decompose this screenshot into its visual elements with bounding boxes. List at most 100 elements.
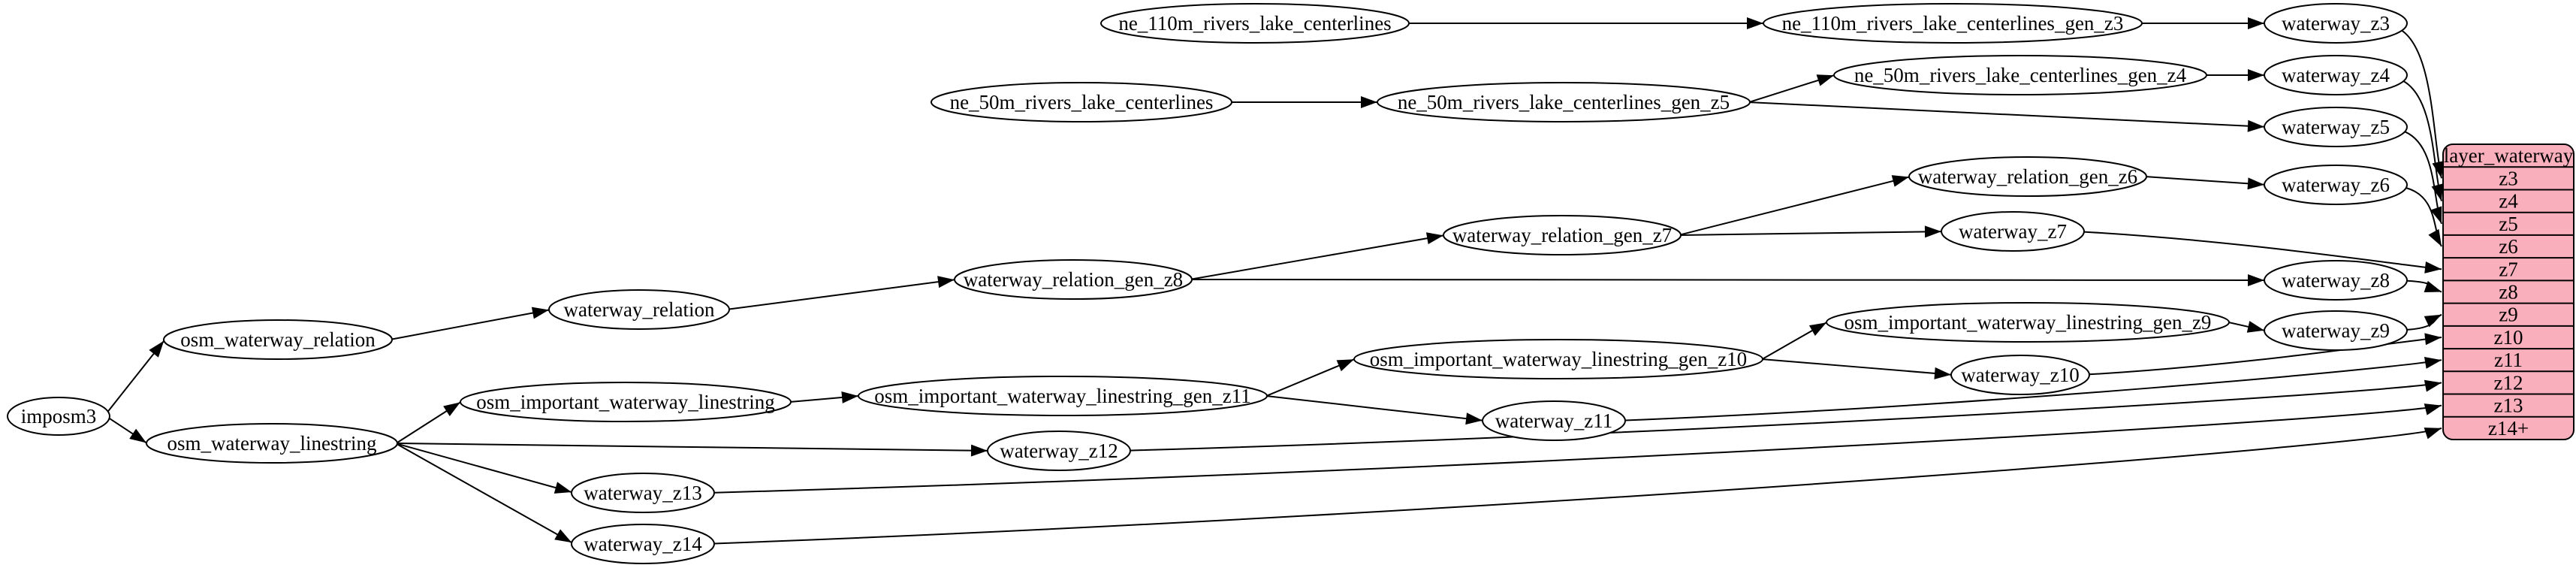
node-osm_important_waterway_linestring_gen_z9: osm_important_waterway_linestring_gen_z9 (1826, 302, 2230, 343)
table-row-z10: z10 (2494, 326, 2523, 349)
node-shape (1443, 215, 1682, 255)
node-osm_important_waterway_linestring_gen_z10: osm_important_waterway_linestring_gen_z1… (1353, 339, 1763, 379)
edge-osm_waterway_relation--waterway_relation (391, 307, 550, 340)
node-shape (1941, 211, 2085, 252)
edge-waterway_z10--layer-row-z10 (2089, 333, 2442, 376)
node-osm_important_waterway_linestring: osm_important_waterway_linestring (460, 382, 792, 422)
node-label: waterway_z3 (2282, 12, 2390, 35)
node-label: waterway_z7 (1959, 220, 2067, 243)
node-label: ne_110m_rivers_lake_centerlines (1118, 12, 1391, 35)
edge-osm_waterway_linestring--waterway_z12 (397, 443, 988, 457)
edge-waterway_z6--layer-row-z6 (2406, 187, 2442, 247)
node-label: waterway_z12 (1000, 440, 1118, 462)
edge-waterway_z11--layer-row-z11 (1624, 357, 2442, 421)
node-osm_important_waterway_linestring_gen_z11: osm_important_waterway_linestring_gen_z1… (858, 376, 1268, 416)
node-waterway_z13: waterway_z13 (571, 473, 715, 513)
node-label: osm_important_waterway_linestring_gen_z1… (1370, 348, 1747, 370)
table-row-z5: z5 (2499, 213, 2517, 235)
edge-waterway_z8--layer-row-z8 (2406, 279, 2442, 293)
node-shape (1950, 355, 2090, 395)
edge-waterway_z4--layer-row-z4 (2403, 80, 2444, 201)
node-label: waterway_z5 (2282, 116, 2390, 138)
nodes-layer: imposm3 osm_waterway_relation osm_waterway… (7, 3, 2408, 564)
table-row-z12: z12 (2494, 371, 2523, 394)
edge-waterway_z12--layer-row-z12 (1130, 379, 2442, 452)
node-shape (1763, 3, 2143, 44)
table-frame (2442, 144, 2574, 440)
node-label: ne_50m_rivers_lake_centerlines_gen_z4 (1854, 64, 2187, 86)
node-waterway_z14: waterway_z14 (571, 524, 715, 564)
edge-imposm3--osm_waterway_relation (107, 340, 165, 412)
node-label: ne_50m_rivers_lake_centerlines (950, 91, 1214, 113)
node-label: osm_important_waterway_linestring_gen_z9 (1845, 311, 2212, 334)
edge-waterway_relation_gen_z8--waterway_z8 (1191, 273, 2265, 286)
node-label: waterway_z11 (1495, 409, 1612, 432)
node-label: waterway_relation_gen_z7 (1452, 224, 1672, 246)
node-osm_waterway_linestring: osm_waterway_linestring (146, 423, 398, 464)
node-osm_waterway_relation: osm_waterway_relation (163, 319, 393, 360)
edge-waterway_relation--waterway_relation_gen_z8 (728, 276, 955, 310)
table-row-z7: z7 (2499, 258, 2517, 280)
edge-ne_50m_rivers_lake_centerlines_gen_z5--waterway_z5 (1749, 101, 2265, 132)
edge-waterway_z14--layer-row-z14+ (713, 427, 2442, 545)
node-shape (571, 524, 715, 564)
node-ne_50m_rivers_lake_centerlines_gen_z5: ne_50m_rivers_lake_centerlines_gen_z5 (1377, 82, 1751, 122)
edge-osm_important_waterway_linestring--osm_important_waterway_linestring_gen_z11 (790, 391, 859, 403)
edge-ne_50m_rivers_lake_centerlines_gen_z5--ne_50m_rivers_lake_centerlines_gen_z4 (1749, 74, 1835, 103)
node-shape (571, 473, 715, 513)
table-row-z13: z13 (2494, 394, 2523, 417)
edge-imposm3--osm_waterway_linestring (109, 417, 147, 444)
table-title: layer_waterway (2444, 144, 2574, 167)
node-waterway_z8: waterway_z8 (2264, 260, 2408, 301)
node-ne_110m_rivers_lake_centerlines_gen_z3: ne_110m_rivers_lake_centerlines_gen_z3 (1763, 3, 2143, 44)
edge-osm_waterway_linestring--waterway_z14 (397, 443, 572, 543)
node-shape (1353, 339, 1763, 379)
node-shape (2264, 3, 2408, 44)
node-label: ne_110m_rivers_lake_centerlines_gen_z3 (1782, 12, 2124, 35)
layer-table: layer_waterwayz3z4z5z6z7z8z9z10z11z12z13… (2442, 144, 2574, 440)
edge-waterway_z5--layer-row-z5 (2404, 131, 2442, 225)
node-shape (460, 382, 792, 422)
node-shape (858, 376, 1268, 416)
node-label: waterway_z13 (584, 482, 701, 504)
node-imposm3: imposm3 (7, 397, 110, 436)
node-waterway_relation_gen_z7: waterway_relation_gen_z7 (1443, 215, 1682, 255)
node-label: waterway_relation_gen_z8 (964, 268, 1183, 291)
node-waterway_relation: waterway_relation (548, 289, 730, 330)
node-label: osm_waterway_linestring (167, 432, 377, 455)
table-row-z14+: z14+ (2488, 417, 2529, 440)
edge-osm_waterway_linestring--osm_important_waterway_linestring (397, 401, 461, 443)
node-shape (1377, 82, 1751, 122)
node-ne_110m_rivers_lake_centerlines: ne_110m_rivers_lake_centerlines (1100, 3, 1410, 44)
node-label: ne_50m_rivers_lake_centerlines_gen_z5 (1398, 91, 1730, 113)
node-shape (2264, 260, 2408, 301)
node-label: osm_waterway_relation (180, 328, 376, 351)
edge-waterway_z9--layer-row-z9 (2406, 313, 2442, 331)
node-waterway_z3: waterway_z3 (2264, 3, 2408, 44)
table-layer: layer_waterwayz3z4z5z6z7z8z9z10z11z12z13… (2442, 144, 2574, 440)
node-shape (146, 423, 398, 464)
node-shape (931, 82, 1232, 122)
node-waterway_z9: waterway_z9 (2264, 310, 2408, 351)
edge-osm_important_waterway_linestring_gen_z11--waterway_z11 (1266, 395, 1483, 425)
node-label: osm_important_waterway_linestring (476, 391, 774, 413)
edges-layer (107, 17, 2445, 545)
edge-waterway_relation_gen_z8--waterway_relation_gen_z7 (1191, 232, 1444, 280)
node-shape (7, 397, 110, 436)
node-ne_50m_rivers_lake_centerlines_gen_z4: ne_50m_rivers_lake_centerlines_gen_z4 (1833, 55, 2207, 95)
node-waterway_z10: waterway_z10 (1950, 355, 2090, 395)
node-label: waterway_z10 (1961, 364, 2079, 386)
node-waterway_z11: waterway_z11 (1482, 400, 1626, 441)
node-ne_50m_rivers_lake_centerlines: ne_50m_rivers_lake_centerlines (931, 82, 1232, 122)
edge-osm_waterway_linestring--waterway_z13 (397, 443, 572, 494)
node-shape (1833, 55, 2207, 95)
edge-waterway_z7--layer-row-z7 (2083, 231, 2442, 273)
node-label: imposm3 (21, 405, 97, 428)
edge-waterway_relation_gen_z6--waterway_z6 (2146, 176, 2265, 190)
table-row-z4: z4 (2499, 190, 2518, 213)
table-row-z6: z6 (2499, 235, 2517, 258)
node-shape (163, 319, 393, 360)
node-shape (1482, 400, 1626, 441)
node-label: waterway_z9 (2282, 319, 2390, 342)
